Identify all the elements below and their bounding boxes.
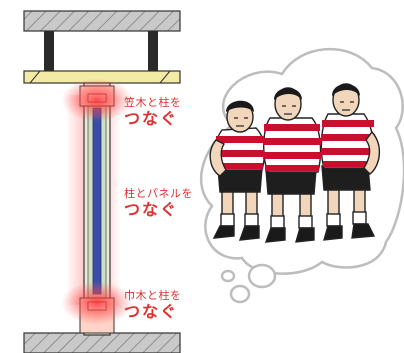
bottom-floor-structure: [23, 332, 181, 353]
label-bottom-line1: 巾木と柱を: [124, 289, 182, 302]
top-rail-structure: [23, 10, 181, 84]
label-bottom-line2: つなぐ: [124, 302, 179, 321]
label-top-joint: 笠木と柱を つなぐ: [124, 97, 182, 127]
label-middle-joint: 柱とパネルを つなぐ: [124, 188, 193, 218]
label-top-line1: 笠木と柱を: [124, 96, 182, 109]
bottom-joint-glow: [61, 281, 133, 325]
top-joint-glow: [61, 78, 133, 122]
label-middle-line1: 柱とパネルを: [124, 187, 193, 200]
rugby-scrum-illustration: [209, 83, 380, 243]
label-bottom-joint: 巾木と柱を つなぐ: [124, 290, 182, 320]
label-top-line2: つなぐ: [124, 109, 179, 128]
label-middle-line2: つなぐ: [124, 200, 179, 219]
